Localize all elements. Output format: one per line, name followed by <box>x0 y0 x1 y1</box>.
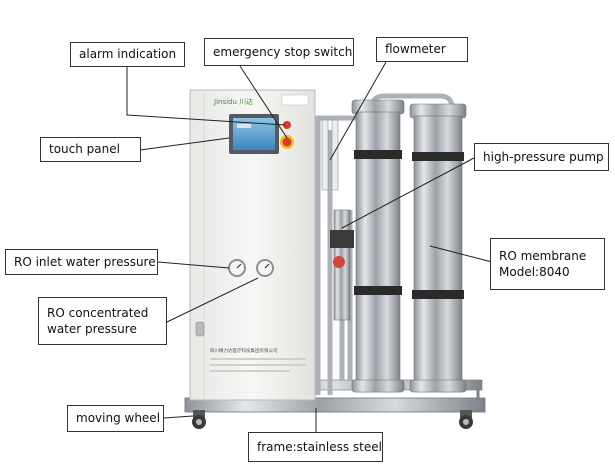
callout-touch-panel-text: touch panel <box>49 142 120 157</box>
callout-ro-membrane-line2: Model:8040 <box>499 265 570 279</box>
inlet-pressure-gauge <box>228 259 246 277</box>
callout-frame: frame:stainless steel <box>248 432 383 462</box>
callout-high-pressure-pump-text: high-pressure pump <box>483 149 604 164</box>
callout-ro-membrane-line1: RO membrane <box>499 248 587 263</box>
callout-emergency-stop-switch: emergency stop switch <box>204 38 354 66</box>
callout-alarm-indication-text: alarm indication <box>79 47 177 62</box>
callout-moving-wheel: moving wheel <box>67 405 164 432</box>
callout-frame-text: frame:stainless steel <box>257 439 382 454</box>
callout-flowmeter: flowmeter <box>376 37 468 62</box>
callout-emergency-stop-switch-text: emergency stop switch <box>213 44 353 59</box>
callout-leader-lines <box>126 61 493 432</box>
cabinet-footer-rule-3 <box>210 370 290 372</box>
emergency-stop-button <box>280 135 294 149</box>
callout-flowmeter-text: flowmeter <box>385 42 446 57</box>
callout-touch-panel: touch panel <box>40 137 141 162</box>
caster-wheel-left <box>192 410 206 429</box>
high-pressure-pump <box>330 209 354 321</box>
ro-membrane-right <box>409 103 467 393</box>
spec-sticker <box>281 94 309 106</box>
cabinet-footer-text: 四川精力达医疗科技集团有限公司 <box>210 347 278 354</box>
concentrated-pressure-gauge <box>256 259 274 277</box>
cabinet-footer-rule-1 <box>210 358 306 360</box>
callout-ro-inlet-water-pressure-text: RO inlet water pressure <box>14 254 156 269</box>
callout-alarm-indication: alarm indication <box>70 42 185 67</box>
ro-membrane-left <box>351 99 405 393</box>
callout-ro-concentrated-water-pressure: RO concentrated water pressure <box>38 297 167 345</box>
callout-ro-concentrated-line2: water pressure <box>47 322 137 336</box>
callout-ro-concentrated-line1: RO concentrated <box>47 305 149 320</box>
touch-panel <box>229 114 279 154</box>
callout-ro-inlet-water-pressure: RO inlet water pressure <box>5 249 158 275</box>
cabinet-footer-rule-2 <box>210 364 306 366</box>
flowmeter-tubes <box>321 119 339 191</box>
alarm-lamp <box>283 121 291 129</box>
brand-logo: Jinsidu 川达 <box>213 97 253 106</box>
callout-high-pressure-pump: high-pressure pump <box>474 143 609 171</box>
callout-ro-membrane: RO membrane Model:8040 <box>490 238 605 290</box>
caster-wheel-right <box>459 410 473 429</box>
callout-moving-wheel-text: moving wheel <box>76 411 161 426</box>
